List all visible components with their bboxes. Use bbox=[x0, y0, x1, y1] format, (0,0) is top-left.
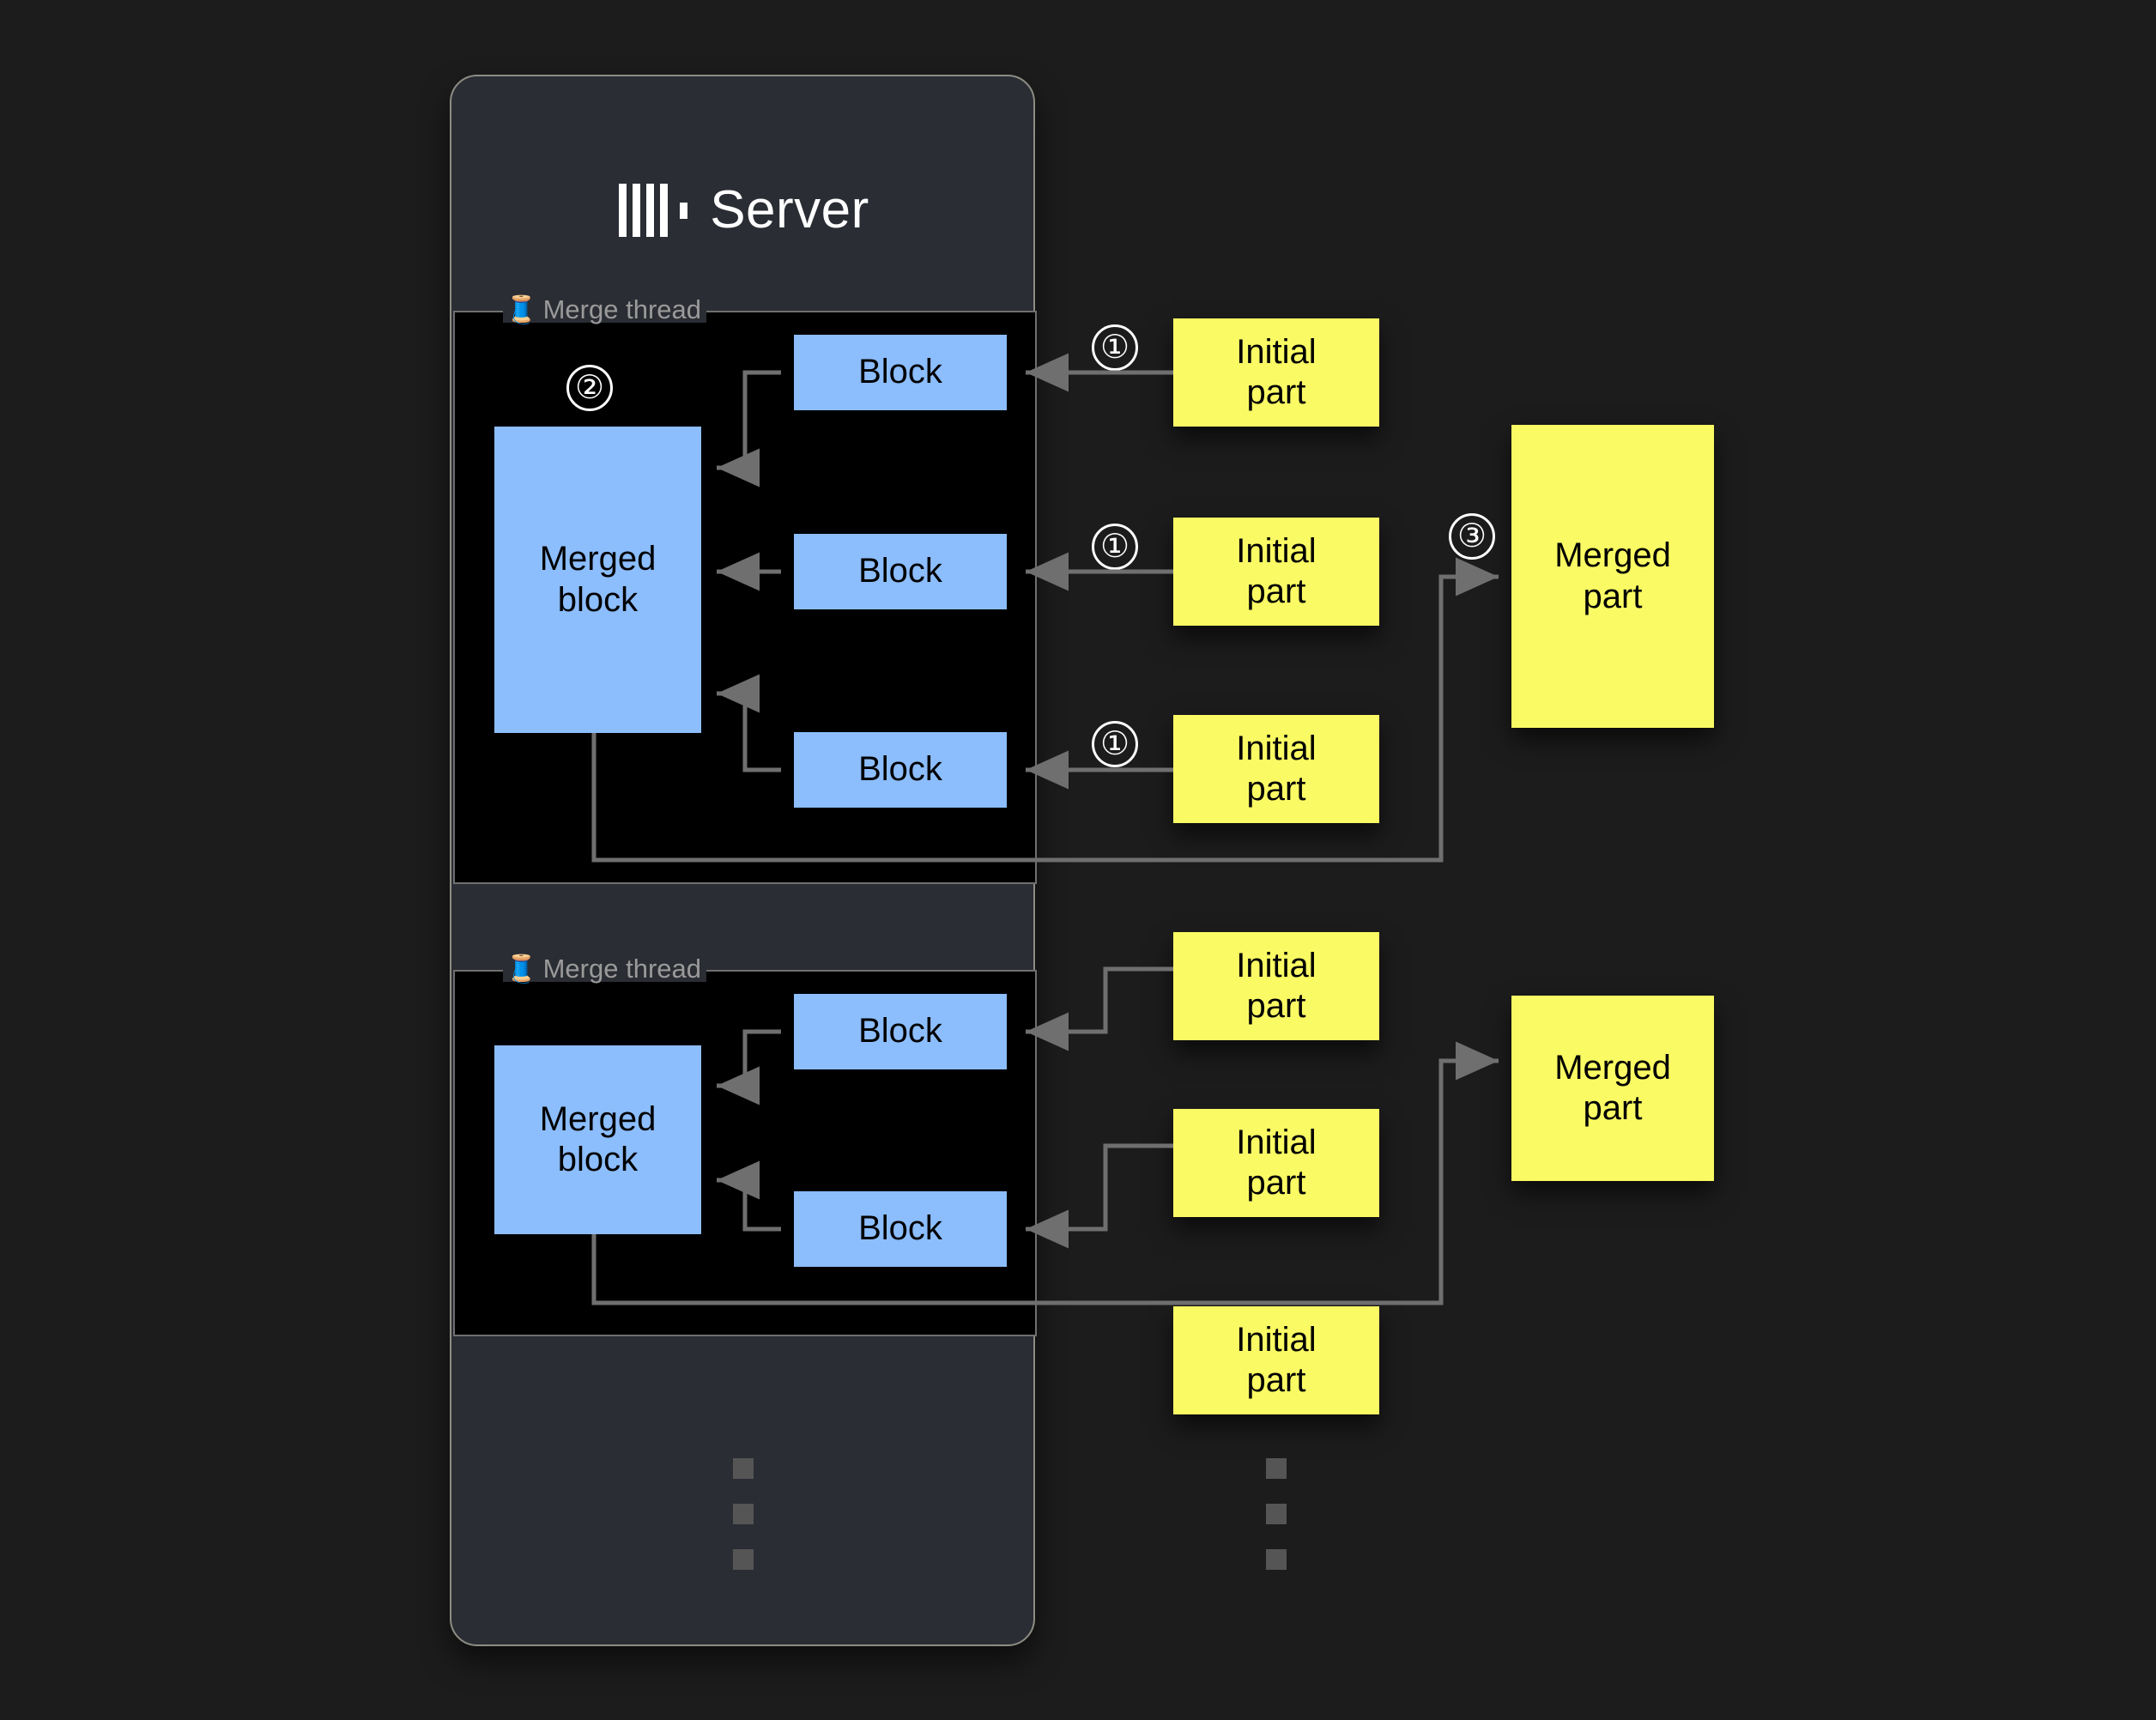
wire-initialpart4-to-block21 bbox=[1026, 966, 1173, 1051]
initial-part-4[interactable]: Initial part bbox=[1173, 932, 1379, 1040]
server-title-label: Server bbox=[710, 180, 869, 239]
block-1-3[interactable]: Block bbox=[794, 732, 1007, 808]
merge-thread-label-text-1: Merge thread bbox=[542, 294, 701, 324]
initial-part-2[interactable]: Initial part bbox=[1173, 518, 1379, 626]
initial-part-2-label: Initial part bbox=[1236, 531, 1317, 610]
ellipsis-outside-server bbox=[1266, 1458, 1287, 1570]
merged-block-2[interactable]: Merged block bbox=[494, 1045, 701, 1234]
ellipsis-dot bbox=[733, 1458, 754, 1479]
merged-part-2-label: Merged part bbox=[1554, 1048, 1671, 1127]
block-2-1[interactable]: Block bbox=[794, 994, 1007, 1069]
block-1-3-label: Block bbox=[858, 750, 942, 789]
ellipsis-dot bbox=[733, 1549, 754, 1570]
clickhouse-logo-icon bbox=[619, 184, 688, 237]
step-one-badge-2: ① bbox=[1092, 524, 1138, 570]
block-1-2-label: Block bbox=[858, 552, 942, 590]
initial-part-3-label: Initial part bbox=[1236, 729, 1317, 808]
initial-part-6[interactable]: Initial part bbox=[1173, 1306, 1379, 1414]
initial-part-1-label: Initial part bbox=[1236, 332, 1317, 411]
block-2-2-label: Block bbox=[858, 1209, 942, 1248]
initial-part-5[interactable]: Initial part bbox=[1173, 1109, 1379, 1217]
merged-part-1[interactable]: Merged part bbox=[1511, 425, 1714, 728]
ellipsis-dot bbox=[1266, 1549, 1287, 1570]
merged-part-1-label: Merged part bbox=[1554, 536, 1671, 615]
step-one-badge-1: ① bbox=[1092, 324, 1138, 371]
initial-part-6-label: Initial part bbox=[1236, 1320, 1317, 1399]
wire-initialpart5-to-block22 bbox=[1026, 1143, 1173, 1249]
ellipsis-dot bbox=[733, 1504, 754, 1524]
step-two-badge: ② bbox=[566, 365, 613, 411]
block-1-1-label: Block bbox=[858, 353, 942, 391]
initial-part-4-label: Initial part bbox=[1236, 946, 1317, 1025]
merged-block-2-label: Merged block bbox=[539, 1099, 657, 1178]
merged-part-2[interactable]: Merged part bbox=[1511, 996, 1714, 1181]
server-title: Server bbox=[451, 184, 1037, 237]
initial-part-3[interactable]: Initial part bbox=[1173, 715, 1379, 823]
step-one-badge-3: ① bbox=[1092, 721, 1138, 767]
block-2-1-label: Block bbox=[858, 1012, 942, 1051]
merge-thread-label-1: 🧵 Merge thread bbox=[503, 296, 706, 323]
merged-block-1-label: Merged block bbox=[539, 540, 657, 619]
thread-spool-icon: 🧵 bbox=[505, 954, 538, 984]
initial-part-5-label: Initial part bbox=[1236, 1123, 1317, 1202]
thread-spool-icon: 🧵 bbox=[505, 294, 538, 324]
ellipsis-dot bbox=[1266, 1504, 1287, 1524]
block-2-2[interactable]: Block bbox=[794, 1191, 1007, 1267]
step-three-badge: ③ bbox=[1449, 513, 1495, 560]
block-1-1[interactable]: Block bbox=[794, 335, 1007, 410]
merge-thread-label-text-2: Merge thread bbox=[542, 954, 701, 984]
initial-part-1[interactable]: Initial part bbox=[1173, 318, 1379, 427]
ellipsis-inside-server bbox=[733, 1458, 754, 1570]
merged-block-1[interactable]: Merged block bbox=[494, 427, 701, 733]
ellipsis-dot bbox=[1266, 1458, 1287, 1479]
merge-thread-label-2: 🧵 Merge thread bbox=[503, 955, 706, 982]
block-1-2[interactable]: Block bbox=[794, 534, 1007, 609]
